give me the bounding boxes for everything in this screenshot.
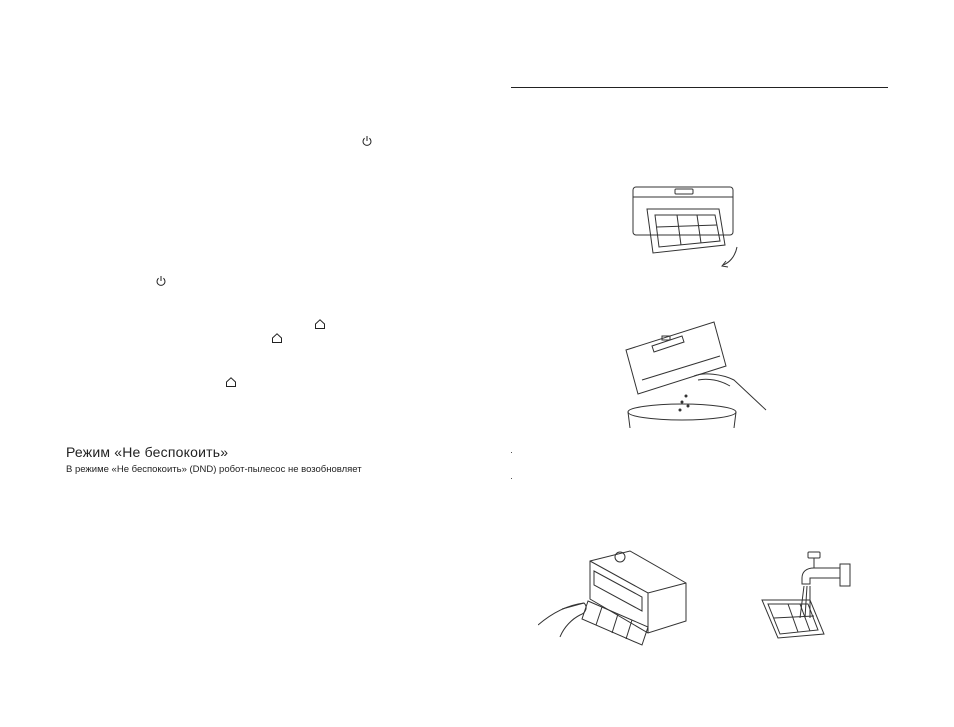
- home-icon: [225, 376, 237, 388]
- power-icon: [361, 135, 373, 147]
- filter-rinse-illustration: [760, 548, 858, 644]
- section-text: В режиме «Не беспокоить» (DND) робот-пыл…: [66, 464, 362, 475]
- home-icon: [314, 318, 326, 330]
- home-icon: [271, 332, 283, 344]
- dustbin-emptying-illustration: [622, 318, 770, 428]
- dustbin-filter-open-illustration: [625, 183, 745, 271]
- power-icon: [155, 275, 167, 287]
- bullet-marker: ·: [510, 447, 513, 457]
- section-title: Режим «Не беспокоить»: [66, 444, 229, 460]
- bullet-marker: ·: [510, 473, 513, 483]
- header-rule: [511, 87, 888, 88]
- filter-removal-illustration: [538, 547, 692, 651]
